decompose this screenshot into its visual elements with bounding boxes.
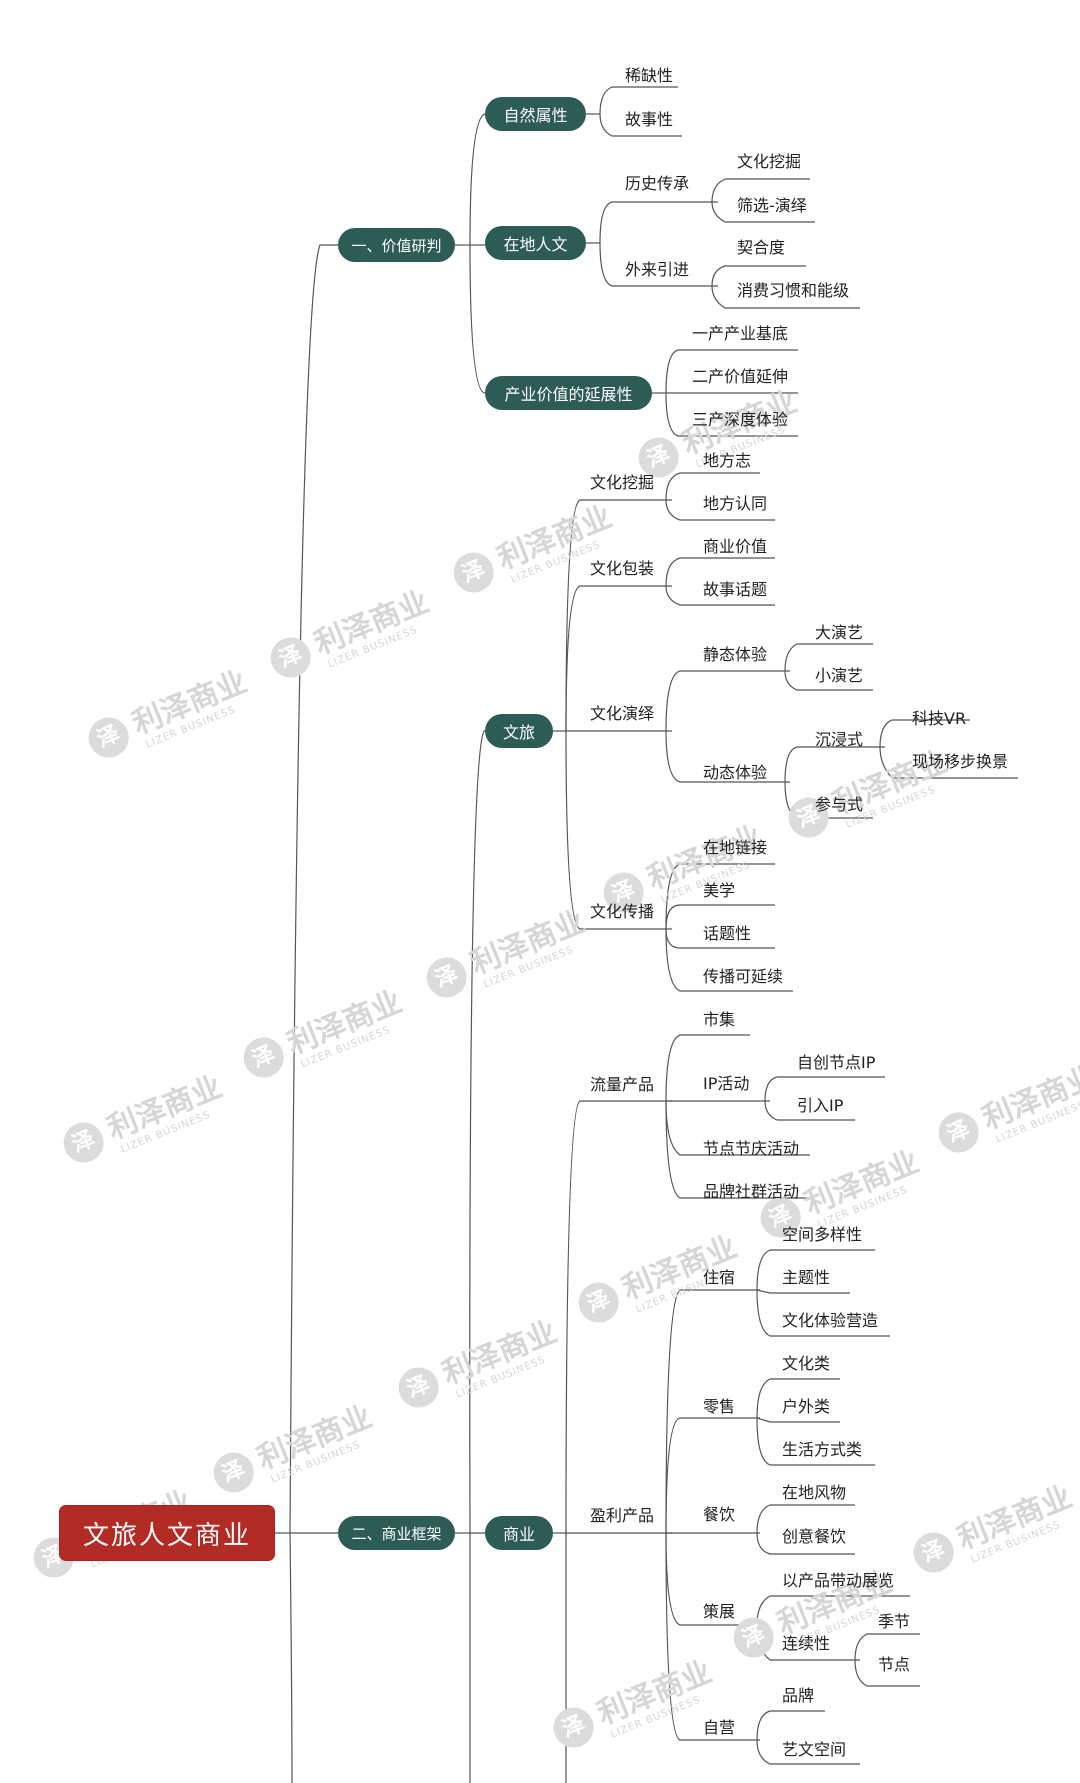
node-ip: IP活动 (703, 1074, 750, 1093)
node-culture-mining: 文化挖掘 (590, 473, 655, 492)
leaf-import-ip: 引入IP (797, 1096, 844, 1115)
node-value-assessment[interactable]: 一、价值研判 (338, 228, 455, 262)
root-node[interactable]: 文旅人文商业 (60, 1506, 274, 1560)
leaf-own-ip: 自创节点IP (797, 1053, 876, 1072)
node-natural[interactable]: 自然属性 (485, 97, 586, 131)
node-culture-spread: 文化传播 (590, 902, 655, 921)
node-profit: 盈利产品 (590, 1506, 655, 1525)
leaf-identity: 地方认同 (703, 494, 768, 513)
leaf-small-show: 小演艺 (815, 666, 864, 685)
leaf-big-show: 大演艺 (815, 623, 864, 642)
node-continuity: 连续性 (782, 1634, 831, 1653)
node-self-run: 自营 (703, 1718, 736, 1737)
leaf-brand: 品牌 (782, 1686, 815, 1705)
leaf-local-link: 在地链接 (703, 838, 768, 857)
leaf-art-space: 艺文空间 (782, 1740, 847, 1759)
node-local-culture[interactable]: 在地人文 (485, 226, 586, 260)
leaf-lifestyle: 生活方式类 (782, 1440, 863, 1459)
node-curation: 策展 (703, 1602, 736, 1621)
leaf-node: 节点 (878, 1655, 911, 1674)
node-history: 历史传承 (625, 174, 690, 193)
leaf-secondary: 二产价值延伸 (692, 367, 789, 386)
node-external: 外来引进 (625, 260, 690, 279)
leaf-experience: 文化体验营造 (782, 1311, 879, 1330)
node-culture-performance: 文化演绎 (590, 704, 655, 723)
node-dynamic: 动态体验 (703, 763, 768, 782)
leaf-scene: 现场移步换景 (912, 752, 1009, 771)
leaf-topicality: 话题性 (703, 924, 752, 943)
leaf-theme: 主题性 (782, 1268, 831, 1287)
leaf-primary: 一产产业基底 (692, 324, 789, 343)
leaf-commercial-value: 商业价值 (703, 537, 768, 556)
node-business-framework[interactable]: 二、商业框架 (338, 1516, 455, 1550)
leaf-culture-mining: 文化挖掘 (737, 152, 802, 171)
leaf-local-flavor: 在地风物 (782, 1483, 847, 1502)
leaf-chronicle: 地方志 (703, 451, 752, 470)
leaf-selection: 筛选-演绎 (737, 196, 807, 215)
node-stay: 住宿 (703, 1268, 736, 1287)
node-immersive: 沉浸式 (815, 730, 864, 749)
node-participate: 参与式 (815, 795, 864, 814)
node-retail: 零售 (703, 1397, 736, 1416)
node-static: 静态体验 (703, 645, 768, 664)
leaf-tertiary: 三产深度体验 (692, 410, 789, 429)
leaf-fit: 契合度 (737, 238, 786, 257)
leaf-consumption: 消费习惯和能级 (737, 281, 850, 300)
node-business[interactable]: 商业 (485, 1516, 553, 1550)
leaf-aesthetics: 美学 (703, 881, 736, 900)
leaf-creative-food: 创意餐饮 (782, 1527, 847, 1546)
leaf-market: 市集 (703, 1010, 736, 1029)
leaf-season: 季节 (878, 1612, 911, 1631)
node-culture-packaging: 文化包装 (590, 559, 655, 578)
leaf-story: 故事性 (625, 110, 674, 129)
node-culture-tourism[interactable]: 文旅 (485, 714, 553, 748)
leaf-scarcity: 稀缺性 (625, 66, 674, 85)
leaf-story-topic: 故事话题 (703, 580, 768, 599)
leaf-outdoor: 户外类 (782, 1397, 831, 1416)
leaf-festival: 节点节庆活动 (703, 1139, 800, 1158)
leaf-sustainable: 传播可延续 (703, 967, 784, 986)
node-traffic: 流量产品 (590, 1075, 655, 1094)
leaf-vr: 科技VR (912, 709, 967, 728)
node-industry-value[interactable]: 产业价值的延展性 (485, 376, 652, 410)
node-food: 餐饮 (703, 1505, 736, 1524)
leaf-space: 空间多样性 (782, 1225, 863, 1244)
leaf-culture-goods: 文化类 (782, 1354, 831, 1373)
leaf-product-exhibit: 以产品带动展览 (782, 1571, 895, 1590)
leaf-community: 品牌社群活动 (703, 1182, 800, 1201)
